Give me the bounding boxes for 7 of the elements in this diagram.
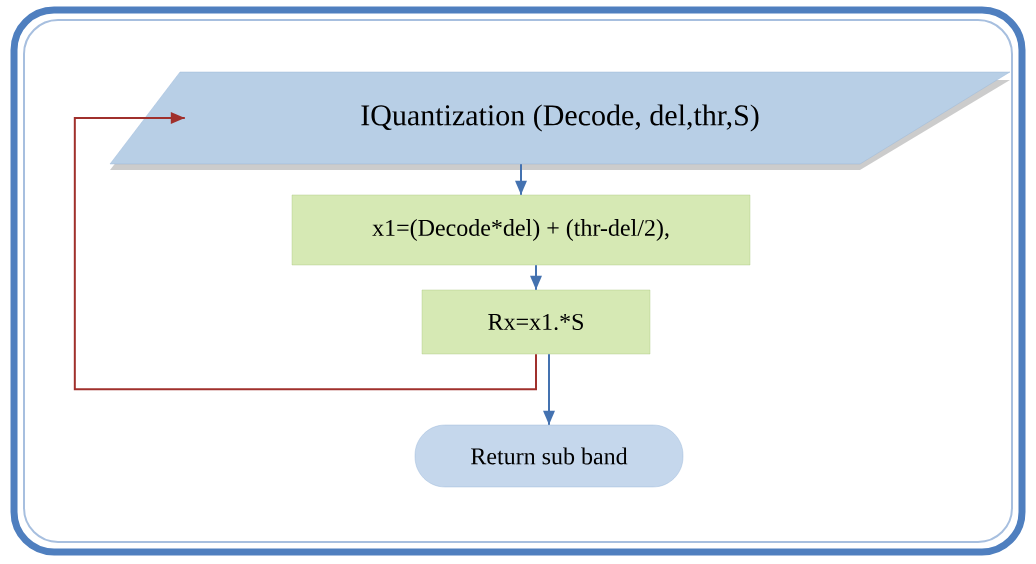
process-box: x1=(Decode*del) + (thr-del/2), [291,194,751,266]
arrow [515,163,527,196]
arrow [73,112,537,391]
arrow [543,353,555,426]
process-box: Rx=x1.*S [421,289,651,355]
arrow [530,264,542,291]
input-parallelogram: IQuantization (Decode, del,thr,S) [109,71,1011,170]
